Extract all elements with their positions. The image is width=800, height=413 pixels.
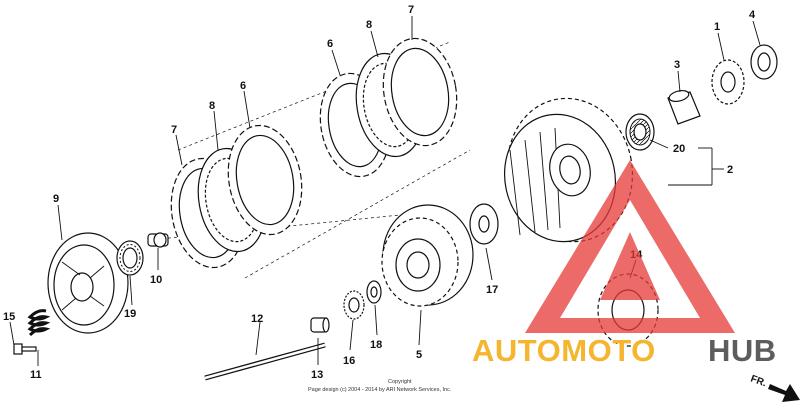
front-direction-indicator: FR. — [749, 373, 800, 402]
thrust-washer-small — [366, 280, 382, 304]
pressure-plate — [47, 232, 129, 334]
callout-3: 3 — [674, 59, 680, 71]
flange-bolt — [13, 343, 37, 355]
callout-7-left: 7 — [171, 124, 177, 136]
copyright-line-1: Copyright — [388, 379, 412, 385]
callout-13: 13 — [311, 369, 323, 381]
callout-18: 18 — [370, 339, 382, 351]
callout-6-left: 6 — [240, 80, 246, 92]
callout-5: 5 — [416, 349, 422, 361]
callout-8-left: 8 — [209, 100, 215, 112]
watermark-hub-text: HUB — [708, 333, 777, 368]
oil-pump-drive-gear — [343, 290, 365, 320]
callout-8-right: 8 — [366, 19, 372, 31]
callout-11: 11 — [30, 369, 42, 381]
lifter-rod — [204, 342, 326, 381]
lock-washer — [750, 44, 778, 80]
callout-4: 4 — [749, 9, 756, 21]
callout-1: 1 — [714, 21, 720, 33]
callout-17: 17 — [486, 284, 498, 296]
callout-labels: 1 2 3 4 5 6 6 7 7 8 8 9 10 11 12 13 14 1… — [3, 4, 756, 381]
callout-6-right: 6 — [327, 38, 333, 50]
callout-7-right: 7 — [408, 4, 414, 16]
callout-20: 20 — [673, 143, 685, 155]
callout-9: 9 — [53, 193, 59, 205]
lifter-pin — [310, 317, 330, 333]
lifter-piece — [147, 232, 169, 248]
callout-10: 10 — [150, 274, 162, 286]
copyright-line-2: Page design (c) 2004 - 2014 by ARI Netwo… — [308, 387, 452, 393]
leader-lines — [9, 16, 761, 366]
callout-2: 2 — [727, 164, 733, 176]
clutch-disc-6-left — [227, 124, 303, 236]
copyright-notice: Copyright Page design (c) 2004 - 2014 by… — [308, 379, 452, 393]
thrust-washer-large — [469, 203, 499, 245]
front-arrow-icon — [768, 384, 800, 402]
clutch-collar — [667, 89, 701, 125]
clutch-center — [381, 204, 474, 307]
bearing — [116, 240, 144, 276]
primary-drive-gear — [711, 59, 745, 105]
callout-15: 15 — [3, 311, 15, 323]
callout-19: 19 — [124, 308, 136, 320]
automotohub-watermark: AUTOMOTO HUB — [472, 160, 777, 368]
assembly-guide-lines — [149, 41, 471, 279]
callout-16: 16 — [343, 355, 355, 367]
clutch-outer — [503, 97, 634, 243]
callout-12: 12 — [251, 313, 263, 325]
front-label: FR. — [749, 373, 768, 389]
watermark-auto-text: AUTOMOTO — [472, 333, 656, 368]
clutch-spring — [27, 309, 51, 337]
clutch-disc-7-right — [382, 37, 458, 147]
needle-bearing — [625, 113, 655, 151]
